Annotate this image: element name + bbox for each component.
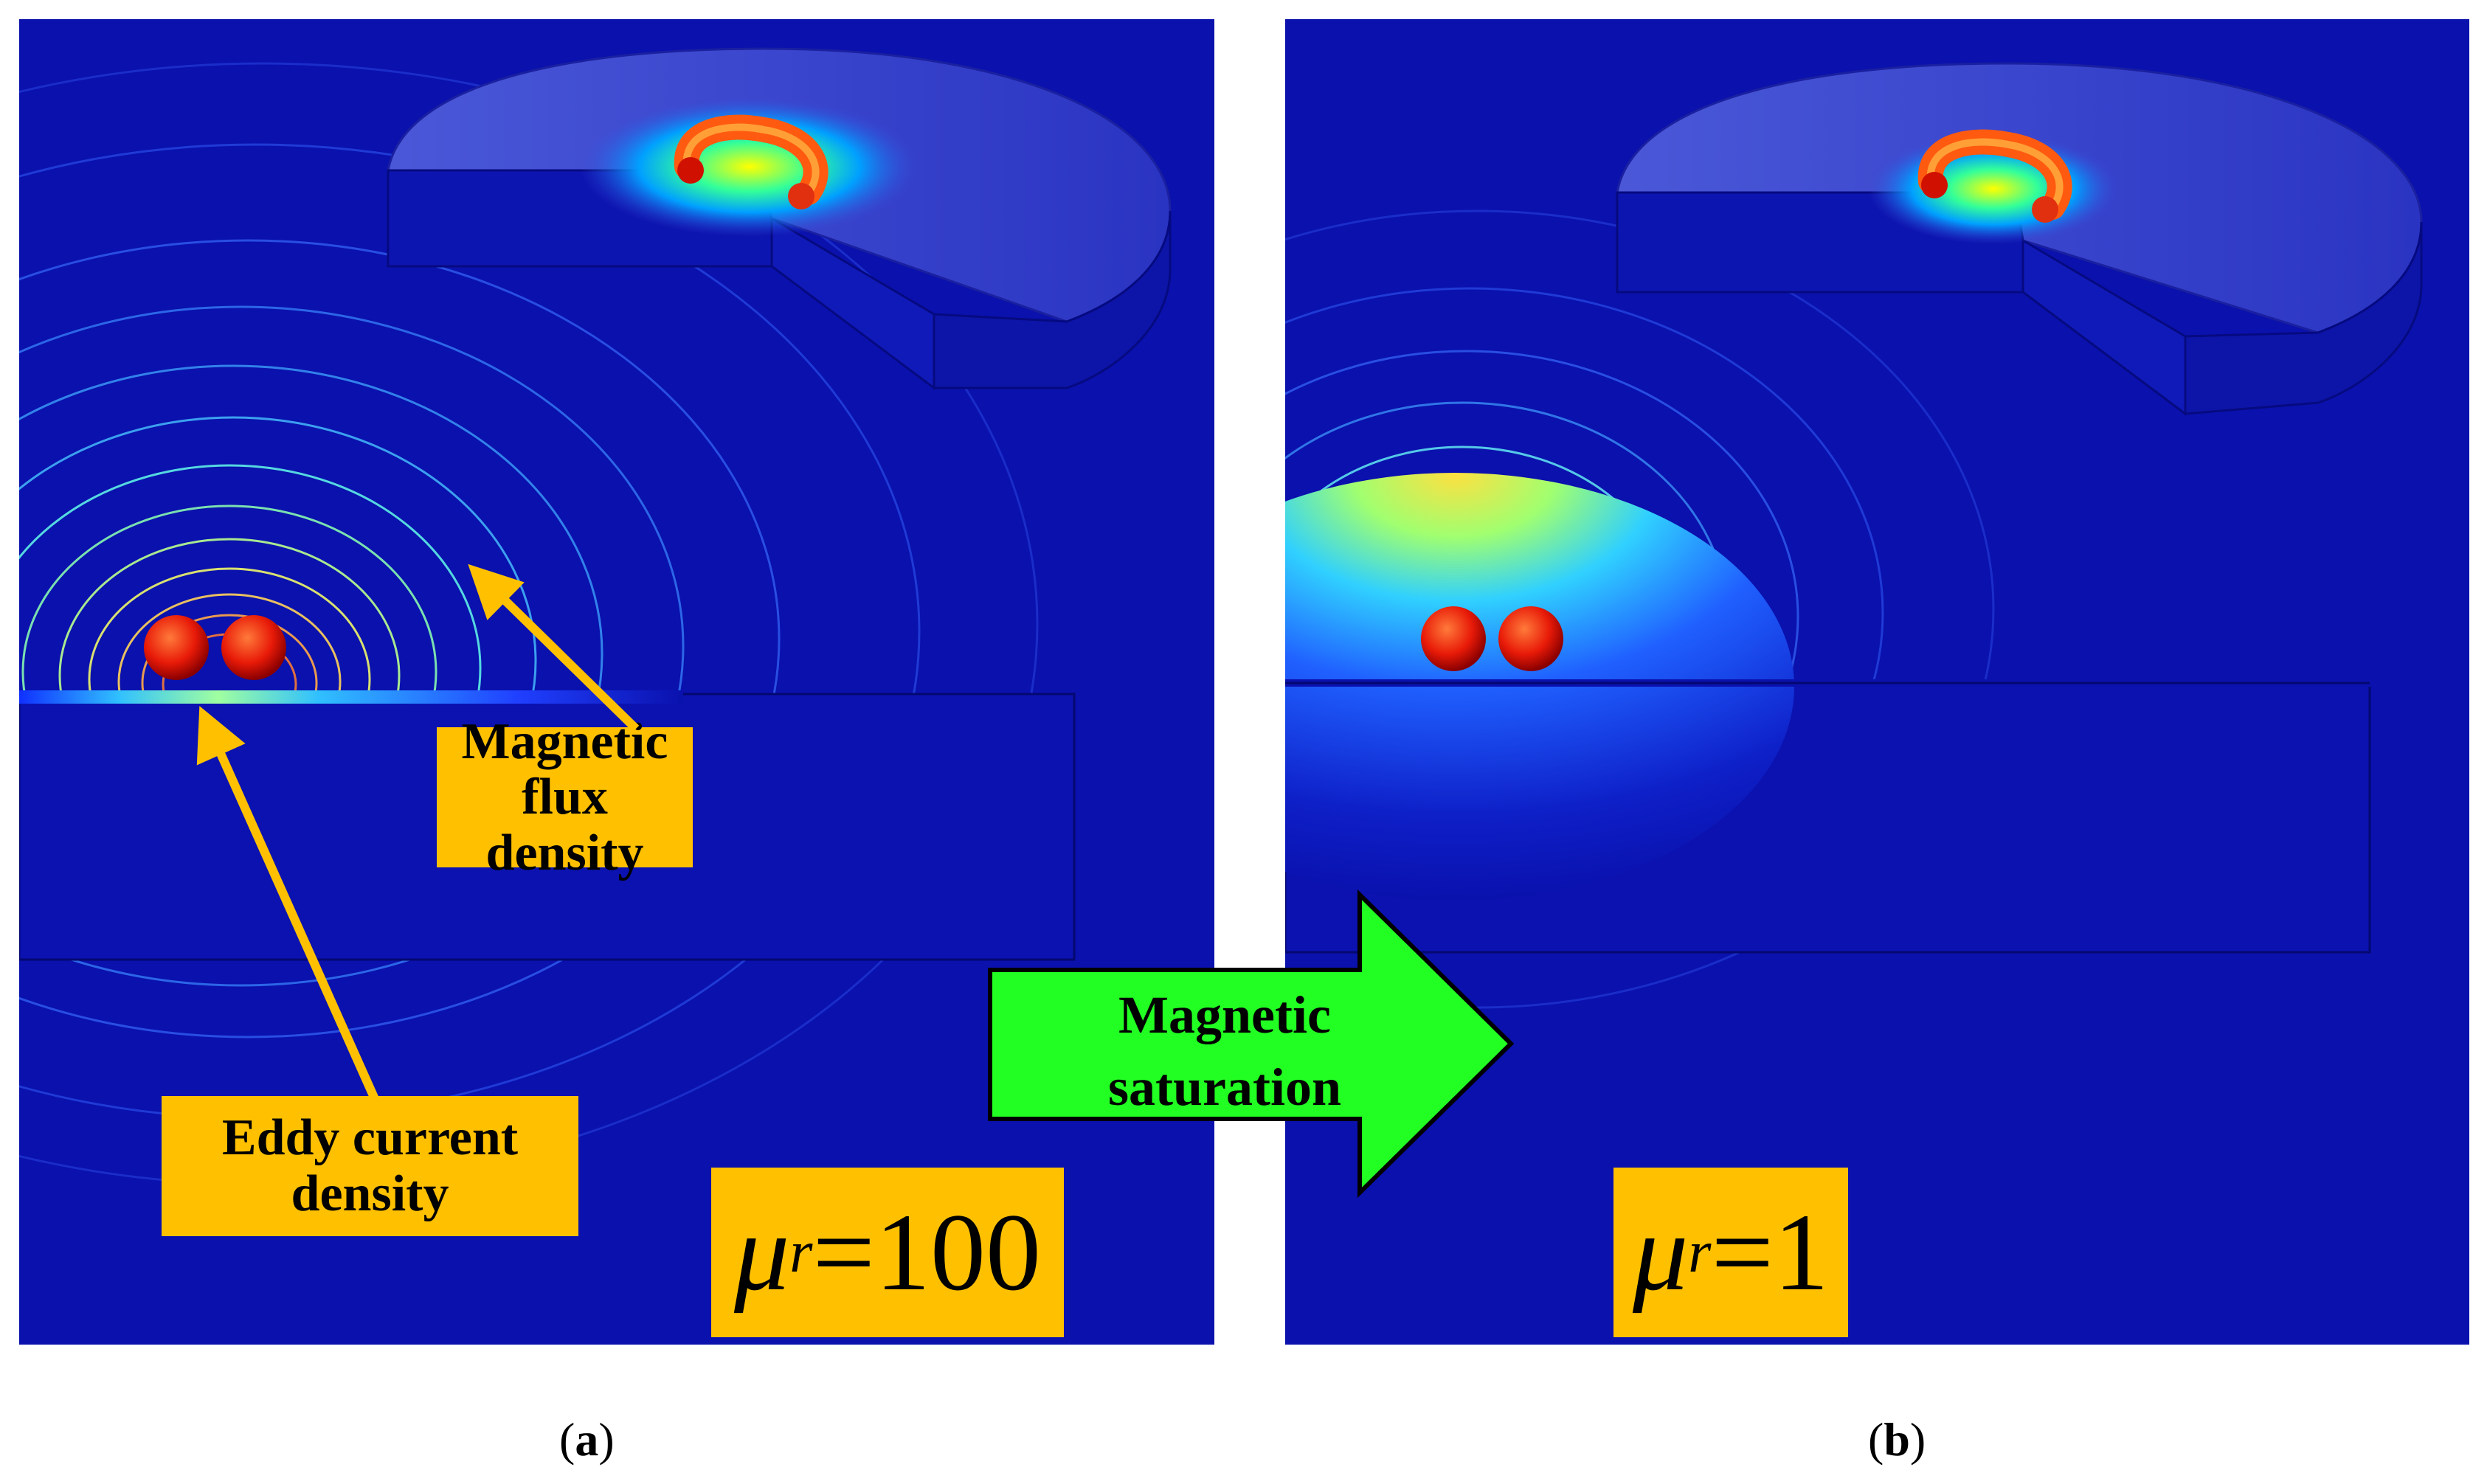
eddy-current-label: Eddy current density [162,1096,578,1236]
eddy-current-layer [19,690,683,704]
mu-subscript: r [789,1219,813,1285]
arrow-text-line1: Magnetic [1118,985,1331,1044]
caption-a: (a) [559,1413,615,1466]
flux-density-label: Magnetic flux density [437,714,693,881]
mu-symbol: μ [733,1191,790,1314]
coil-conductor-left-b [1421,606,1486,671]
eddy-current-label-line2: density [291,1165,449,1222]
flux-annotation-arrow [468,564,640,732]
mu-value-b: =1 [1711,1191,1830,1314]
mu-symbol-b: μ [1632,1191,1689,1314]
disk-3d-model-b [1616,62,2423,416]
mu-subscript-b: r [1688,1219,1712,1285]
eddy-annotation-arrow [196,706,379,1101]
coil-conductor-right-b [1498,606,1563,671]
disk-3d-model [387,47,1172,390]
caption-b: (b) [1868,1413,1926,1466]
mu-value: =100 [812,1191,1042,1314]
magnetic-saturation-arrow: Magnetic saturation [988,889,1515,1199]
flux-density-label-line2: flux density [485,769,644,881]
arrow-text-line2: saturation [1108,1058,1341,1117]
panel-a-field-plot [19,47,1172,1186]
panel-a-simulation: Magnetic flux density Eddy current densi… [19,19,1214,1345]
eddy-current-label-line1: Eddy current [221,1109,519,1167]
coil-conductor-right [221,615,286,680]
panel-b-field-plot [1285,62,2423,1009]
coil-conductor-left [144,615,209,680]
